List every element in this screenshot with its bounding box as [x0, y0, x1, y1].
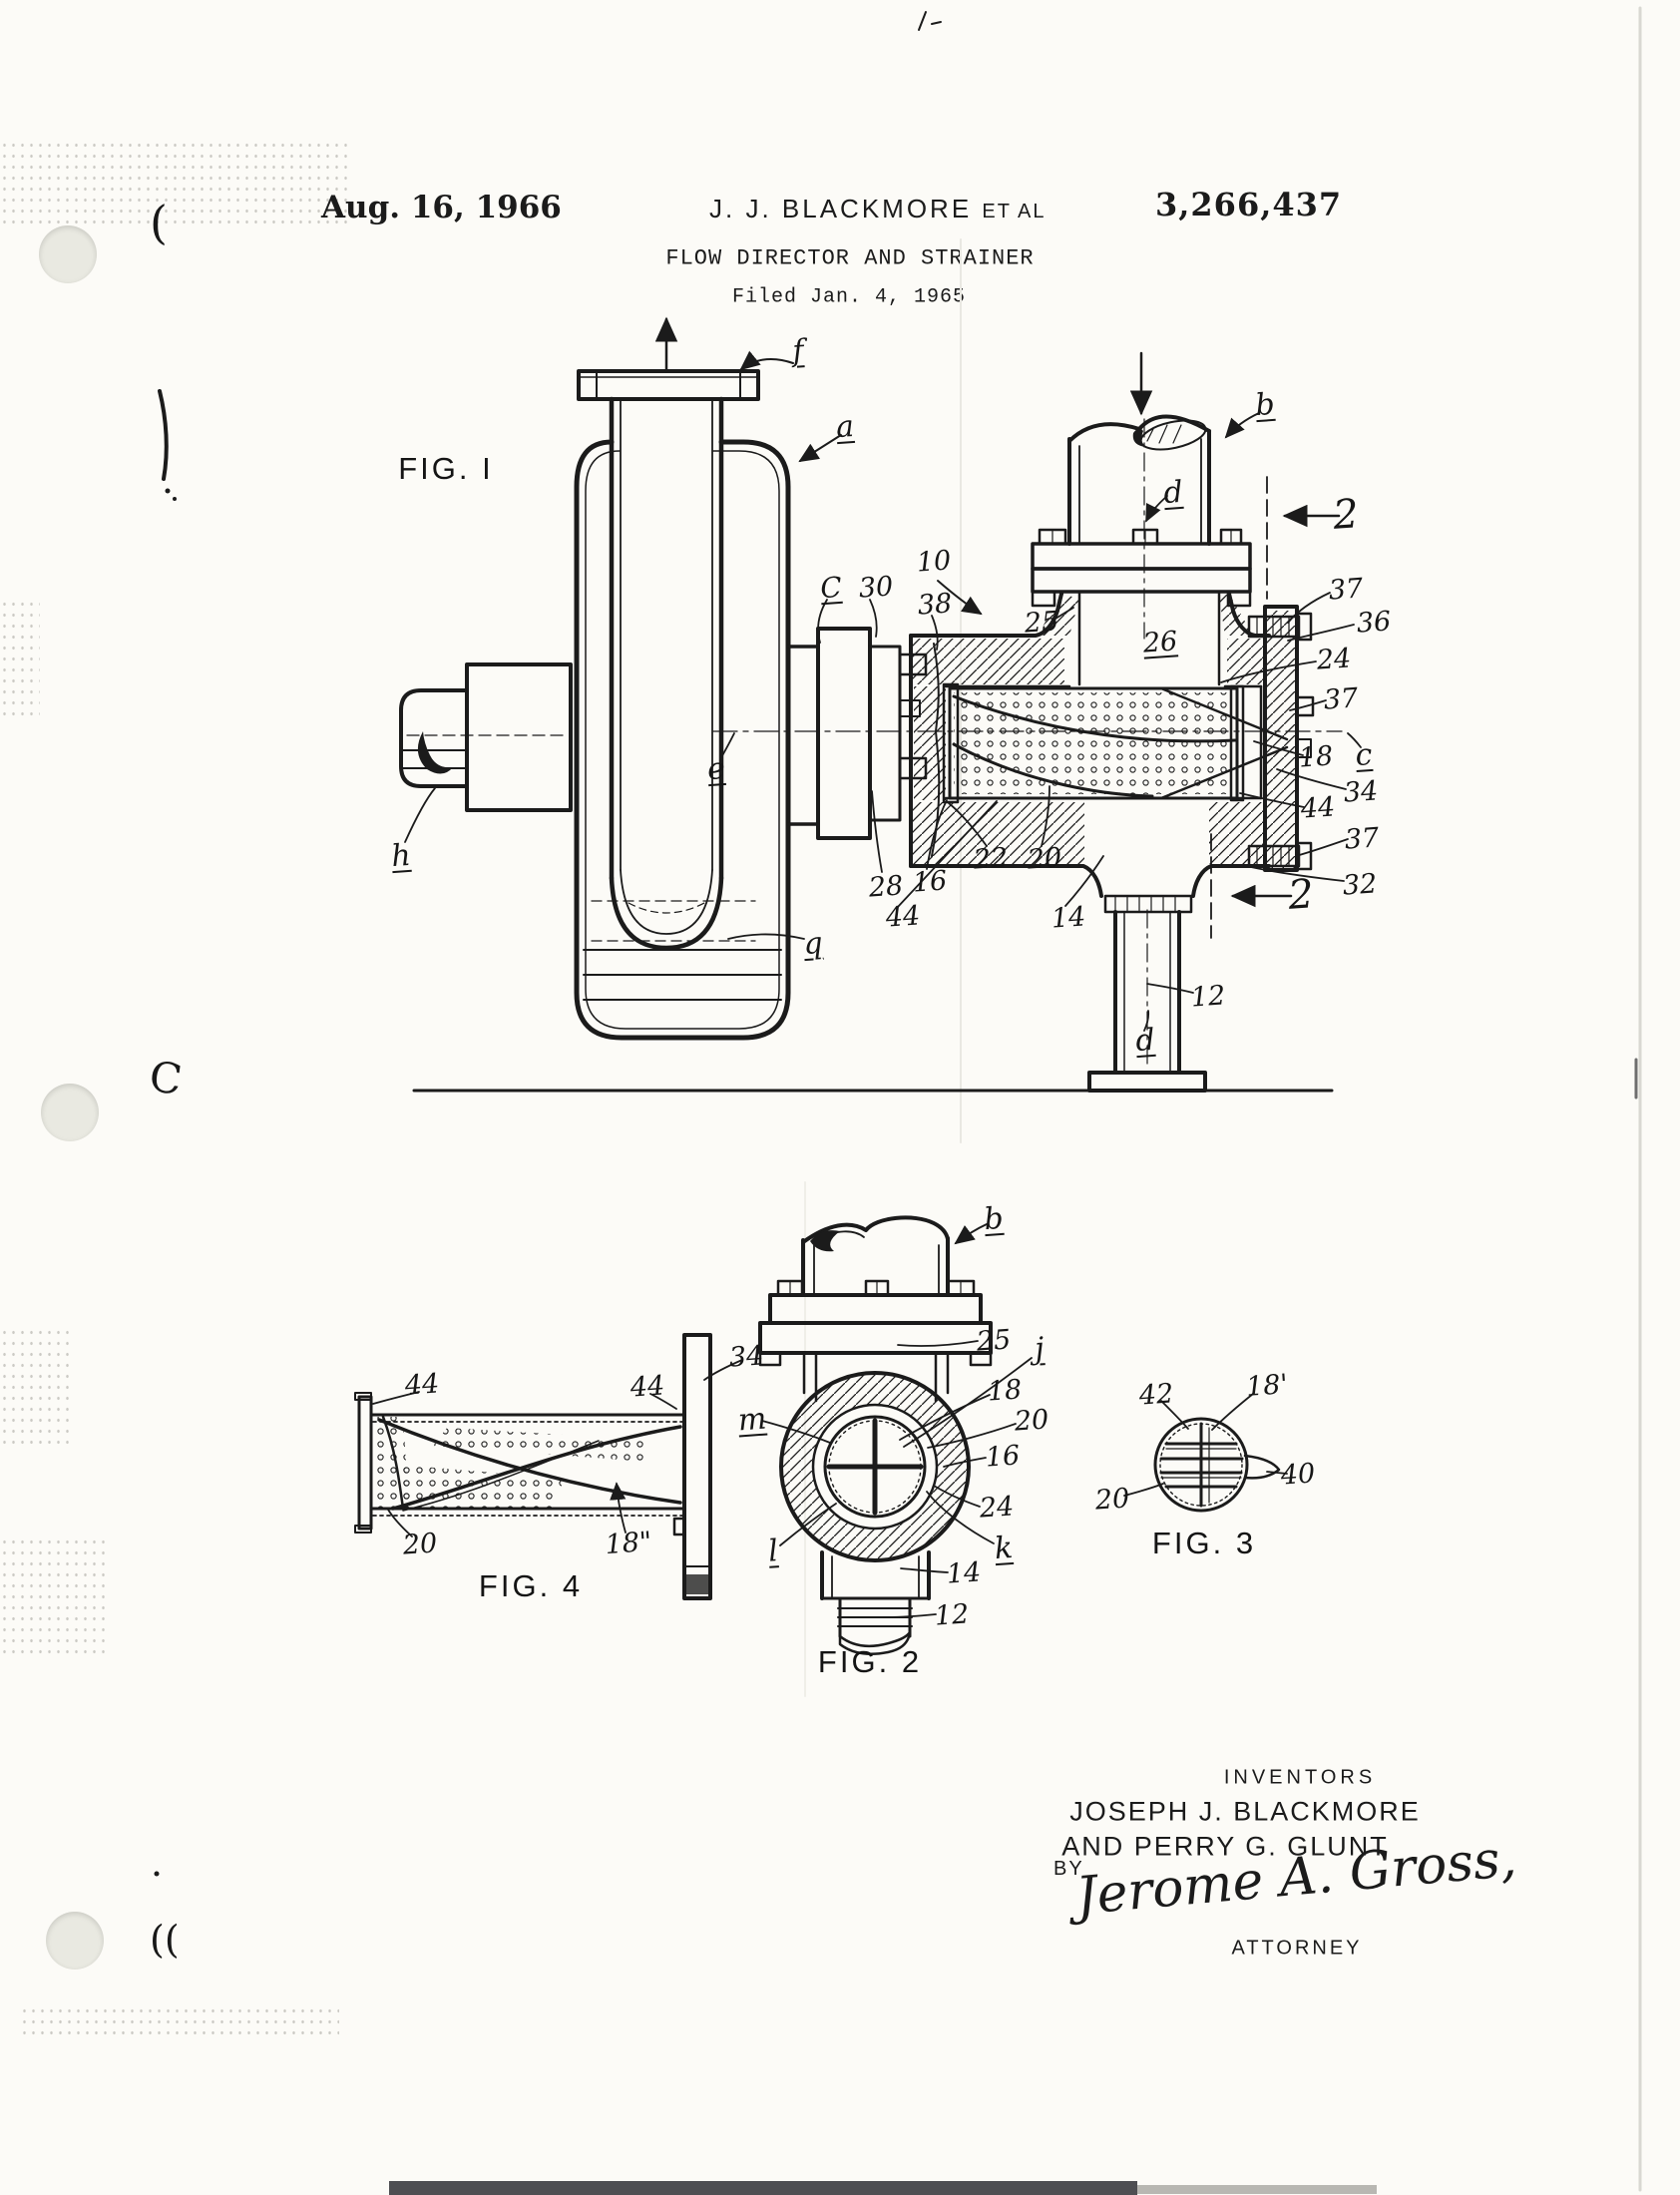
et-al: ET AL [982, 201, 1047, 222]
scan-noise [20, 2005, 339, 2040]
attorney-label: ATTORNEY [1231, 1937, 1363, 1960]
fig2-ref-j: j [1034, 1331, 1046, 1367]
punch-hole [39, 225, 97, 283]
fig1-ref-37: 37 [1327, 573, 1365, 607]
fig1-ref-d: d [1162, 474, 1184, 512]
fig3-ref-40: 40 [1279, 1458, 1317, 1492]
scan-noise [0, 1327, 70, 1447]
inventor-name: J. J. BLACKMORE [709, 194, 973, 223]
inventors-heading: INVENTORS [1223, 1766, 1377, 1789]
fig1-caption: FIG. I [398, 451, 494, 486]
fig3-caption: FIG. 3 [1151, 1526, 1257, 1560]
ink-squiggles [154, 11, 942, 1877]
fig1-ref-b: b [1254, 386, 1276, 424]
fig1-ref-16: 16 [911, 865, 949, 899]
punch-hole [41, 1084, 99, 1141]
fig2-ref-b: b [983, 1200, 1005, 1238]
fig4-ref-44: 44 [403, 1368, 441, 1402]
fig1-ref-d: d [1134, 1022, 1156, 1060]
fig1-ref-30: 30 [857, 571, 895, 605]
fig3-ref-20: 20 [1093, 1483, 1131, 1517]
scan-noise [0, 140, 349, 229]
fig1-ref-q: q [802, 925, 824, 963]
fig2-ref-k: k [993, 1530, 1015, 1567]
ink-mark: C [146, 1052, 186, 1104]
patent-date: Aug. 16, 1966 [321, 190, 562, 225]
by-label: BY [1053, 1858, 1084, 1880]
fig1-ref-20: 20 [1026, 842, 1063, 876]
fig1-ref-12: 12 [1189, 980, 1227, 1014]
fig1-ref-26: 26 [1141, 626, 1179, 659]
fig4-ref-34: 34 [727, 1340, 765, 1374]
fig1-ref-14: 14 [1050, 901, 1087, 935]
filed-date: Filed Jan. 4, 1965 [731, 285, 967, 309]
fig3-art [1123, 1393, 1288, 1513]
fig1-ref-37: 37 [1322, 682, 1360, 716]
inventor-name-1: JOSEPH J. BLACKMORE [1069, 1796, 1421, 1827]
fig1-ref-36: 36 [1355, 606, 1393, 640]
fig1-ref-44: 44 [884, 900, 922, 934]
fig1-ref-25: 25 [1023, 606, 1060, 640]
inventor-name-2: AND PERRY G. GLUNT [1061, 1831, 1389, 1862]
fig2-ref-18: 18 [986, 1374, 1024, 1408]
fig1-ref-2: 2 [1331, 491, 1361, 539]
scan-noise [0, 599, 40, 718]
fig1-ref-e: e [705, 750, 727, 788]
fig4-ref-44: 44 [629, 1370, 666, 1404]
fig2-ref-25: 25 [975, 1324, 1013, 1358]
fig2-ref-14: 14 [945, 1556, 983, 1590]
fig2-ref-16: 16 [984, 1440, 1022, 1474]
fig4-caption: FIG. 4 [478, 1568, 584, 1603]
fig1-ref-2: 2 [1286, 871, 1316, 919]
fig3-ref-18': 18' [1245, 1369, 1289, 1403]
inventor-header: J. J. BLACKMORE ET AL [709, 194, 1047, 224]
fig4-ref-20: 20 [401, 1528, 439, 1561]
scan-noise [0, 1536, 110, 1656]
fig1-ref-38: 38 [916, 588, 954, 622]
fig2-ref-12: 12 [933, 1598, 971, 1632]
fig2-caption: FIG. 2 [817, 1644, 923, 1679]
scan-bar-dark [389, 2181, 1137, 2195]
fig3-ref-42: 42 [1137, 1378, 1175, 1412]
fig1-ref-c: c [1354, 736, 1374, 774]
fig1-ref-32: 32 [1341, 868, 1379, 902]
fig1-ref-24: 24 [1315, 643, 1353, 676]
fig1-ref-10: 10 [915, 545, 953, 579]
fig2-ref-l: l [766, 1534, 780, 1569]
fig2-ref-24: 24 [978, 1491, 1016, 1525]
fig1-ref-18: 18 [1297, 740, 1335, 774]
fig4-ref-18": 18" [604, 1526, 653, 1561]
scan-bar-light [1137, 2185, 1377, 2194]
fig1-ref-h: h [390, 837, 412, 875]
fig1-ref-44: 44 [1299, 791, 1337, 825]
fig1-ref-f: f [791, 333, 805, 369]
fig1-ref-a: a [834, 408, 856, 446]
fig1-ref-28: 28 [867, 870, 905, 904]
fig1-ref-C: C [819, 570, 843, 606]
ink-mark: (( [150, 1918, 180, 1962]
fig1-art [399, 316, 1362, 1093]
fig4-art [354, 1333, 743, 1600]
fig2-ref-m: m [736, 1401, 768, 1439]
patent-title: FLOW DIRECTOR AND STRAINER [665, 245, 1035, 271]
fig1-ref-37: 37 [1343, 822, 1381, 856]
patent-number: 3,266,437 [1155, 186, 1343, 223]
ink-mark: ( [150, 196, 168, 249]
fig2-art [758, 1215, 1033, 1655]
fig1-ref-34: 34 [1342, 775, 1380, 809]
punch-hole [46, 1912, 104, 1970]
fig1-ref-22: 22 [972, 842, 1010, 876]
fig2-ref-20: 20 [1013, 1404, 1050, 1438]
